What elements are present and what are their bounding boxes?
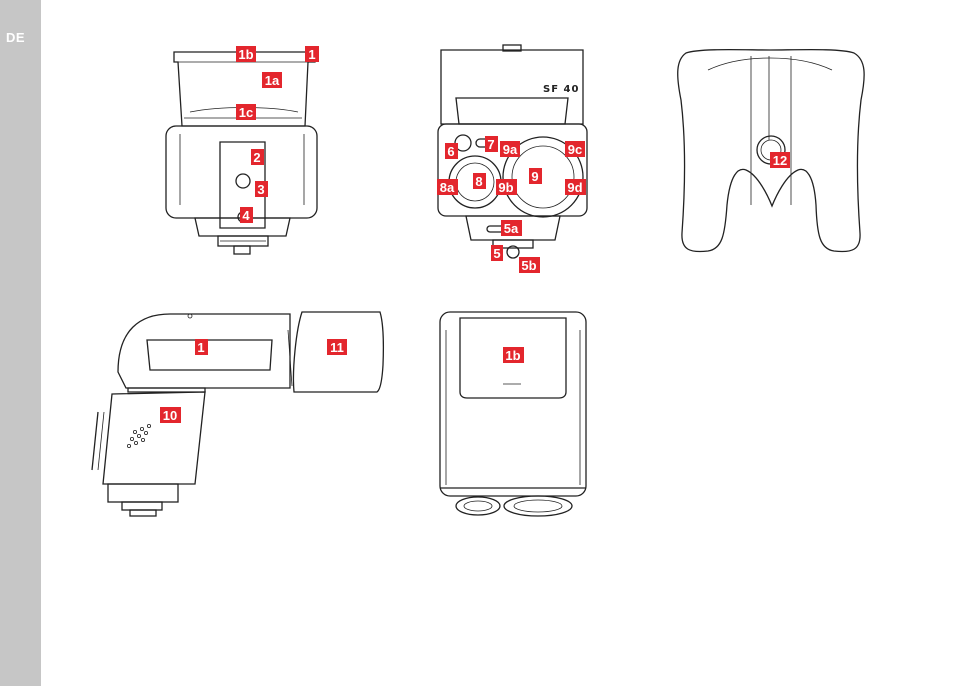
callout-back-7: 7	[485, 136, 498, 152]
callout-back-9: 9	[529, 168, 542, 184]
callout-back-8a: 8a	[437, 179, 458, 195]
callout-bottom-12: 12	[770, 152, 790, 168]
svg-text:9d: 9d	[567, 180, 582, 195]
svg-text:1: 1	[308, 47, 315, 62]
svg-text:5b: 5b	[521, 258, 536, 273]
svg-text:7: 7	[487, 137, 494, 152]
front-view	[165, 51, 318, 255]
svg-text:1: 1	[197, 340, 204, 355]
svg-text:1a: 1a	[265, 73, 280, 88]
callout-front-4: 4	[240, 207, 253, 223]
callout-back-9a: 9a	[500, 141, 520, 157]
svg-text:9: 9	[531, 169, 538, 184]
svg-text:11: 11	[330, 340, 344, 355]
callout-front-1a: 1a	[262, 72, 282, 88]
svg-text:4: 4	[242, 208, 250, 223]
svg-text:6: 6	[447, 144, 454, 159]
callout-front-3: 3	[255, 181, 268, 197]
svg-text:5a: 5a	[504, 221, 519, 236]
callout-front-2: 2	[251, 149, 264, 165]
model-lettering: SF 40	[543, 84, 579, 95]
svg-text:1b: 1b	[505, 348, 520, 363]
callout-back-5a: 5a	[501, 220, 522, 236]
callout-back-5b: 5b	[519, 257, 540, 273]
callout-back-9b: 9b	[496, 179, 517, 195]
language-tab-label: DE	[6, 30, 26, 45]
callout-side-10: 10	[160, 407, 181, 423]
callout-side-11: 11	[327, 339, 347, 355]
svg-text:1b: 1b	[238, 47, 253, 62]
svg-text:1c: 1c	[239, 105, 253, 120]
svg-text:10: 10	[163, 408, 177, 423]
callout-back-8: 8	[473, 173, 486, 189]
bottom-view	[677, 48, 865, 253]
callout-front-1: 1	[305, 46, 319, 62]
callout-side-1: 1	[195, 339, 208, 355]
svg-text:9c: 9c	[568, 142, 582, 157]
svg-text:8: 8	[475, 174, 482, 189]
callout-back-9c: 9c	[565, 141, 585, 157]
callout-back-5: 5	[491, 245, 503, 261]
svg-text:2: 2	[253, 150, 260, 165]
side-view	[91, 311, 385, 517]
svg-text:5: 5	[493, 246, 500, 261]
svg-text:9a: 9a	[503, 142, 518, 157]
callout-front-1c: 1c	[236, 104, 256, 120]
callout-back-6: 6	[445, 143, 458, 159]
svg-text:3: 3	[257, 182, 264, 197]
svg-text:8a: 8a	[440, 180, 455, 195]
top-view	[439, 311, 587, 517]
callout-front-1b: 1b	[236, 46, 256, 62]
svg-text:12: 12	[773, 153, 787, 168]
svg-text:9b: 9b	[498, 180, 513, 195]
callout-top-1b: 1b	[503, 347, 524, 363]
callout-back-9d: 9d	[565, 179, 586, 195]
language-sidebar: DE	[0, 0, 41, 686]
